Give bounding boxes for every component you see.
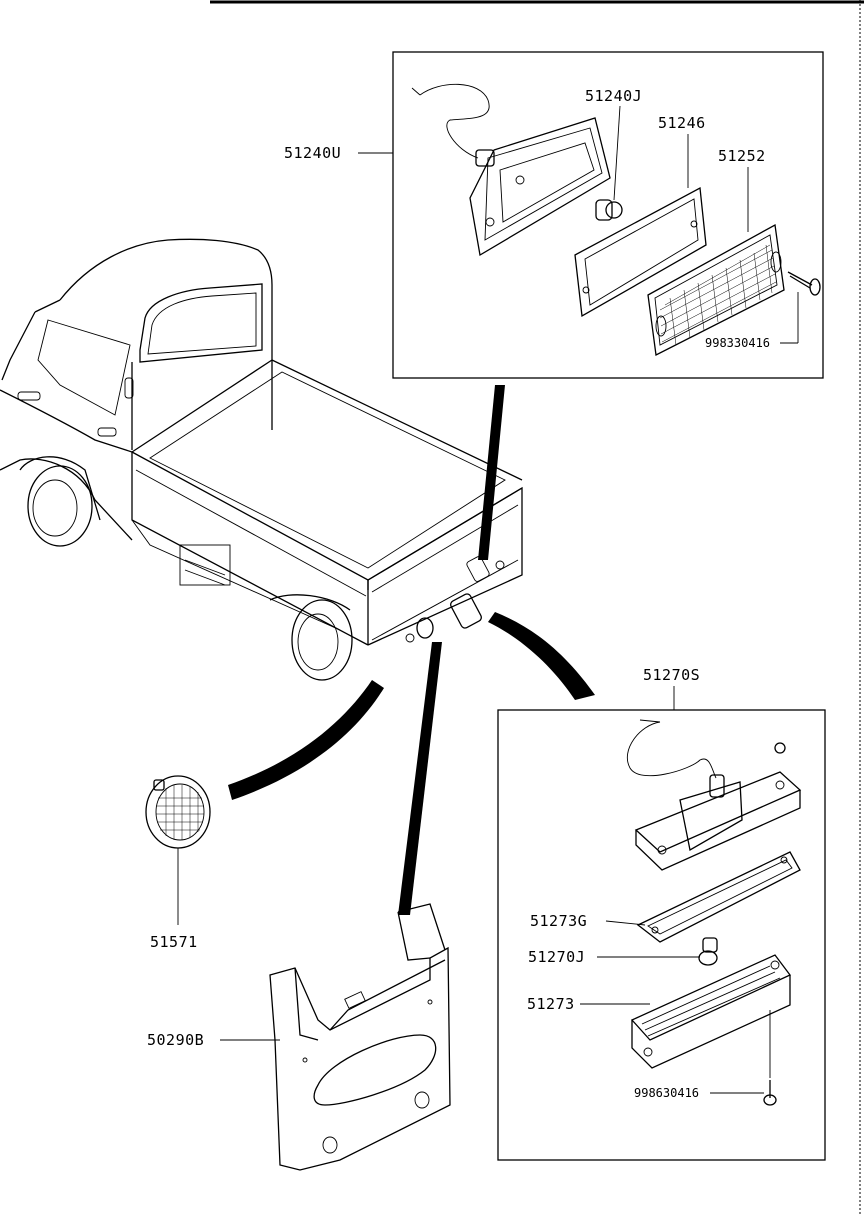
license-lamp-screw [763, 1080, 777, 1106]
truck-illustration [0, 238, 523, 681]
license-lamp-inset-box [497, 709, 826, 1161]
rear-lamp-inset-box [392, 51, 824, 379]
label-51571: 51571 [150, 933, 198, 951]
label-51240J: 51240J [585, 87, 642, 105]
label-51246: 51246 [658, 114, 706, 132]
label-51270J: 51270J [528, 948, 585, 966]
license-lamp-bulb [698, 937, 718, 966]
license-lamp-lens [630, 954, 792, 1069]
reflector-part [145, 775, 211, 849]
license-lamp-housing [626, 719, 802, 871]
label-51273G: 51273G [530, 912, 587, 930]
label-998630416: 998630416 [634, 1086, 699, 1100]
bulb-part [595, 199, 623, 221]
license-plate-bracket [269, 903, 451, 1171]
label-51252: 51252 [718, 147, 766, 165]
label-51240U: 51240U [284, 144, 341, 162]
rear-lamp-housing [411, 83, 611, 257]
lens-part [647, 223, 785, 356]
label-51270S: 51270S [643, 666, 700, 684]
label-998330416: 998330416 [705, 336, 770, 350]
pointer-bands [228, 385, 595, 915]
label-51273: 51273 [527, 995, 575, 1013]
license-lamp-gasket [636, 851, 801, 943]
label-50290B: 50290B [147, 1031, 204, 1049]
gasket-part [574, 186, 707, 318]
screw-part [787, 271, 821, 296]
